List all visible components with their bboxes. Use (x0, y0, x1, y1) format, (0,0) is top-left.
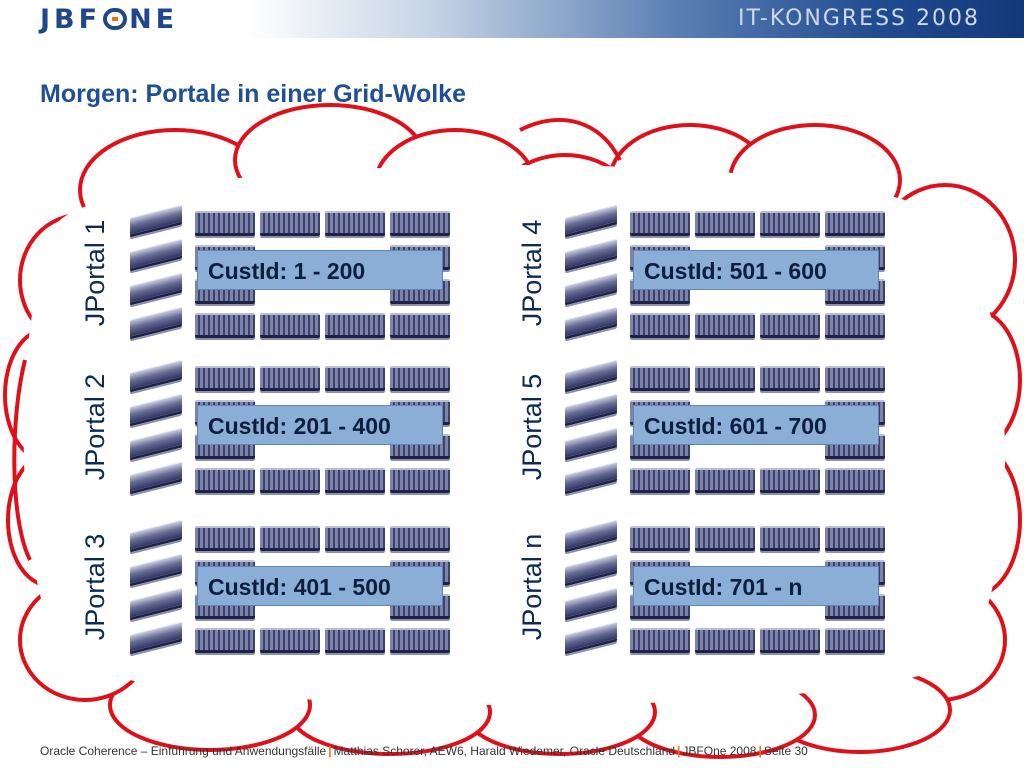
server-icon (390, 313, 450, 338)
server-icon (195, 526, 255, 551)
footer-event: JBFOne 2008 (682, 744, 757, 758)
server-icon (760, 211, 820, 236)
server-icon (825, 468, 885, 493)
server-icon (630, 366, 690, 391)
server-icon (195, 211, 255, 236)
server-icon (630, 628, 690, 653)
server-icon (390, 628, 450, 653)
server-icon (825, 628, 885, 653)
server-icon (760, 526, 820, 551)
server-icon (695, 211, 755, 236)
slide-footer: Oracle Coherence – Einführung und Anwend… (40, 744, 808, 758)
server-icon (760, 628, 820, 653)
server-icon (390, 468, 450, 493)
server-icon (825, 526, 885, 551)
server-icon (325, 526, 385, 551)
server-icon (695, 366, 755, 391)
server-icon (195, 468, 255, 493)
server-icon (260, 526, 320, 551)
server-icon (325, 468, 385, 493)
server-icon (760, 313, 820, 338)
server-icon (630, 211, 690, 236)
server-icon (325, 313, 385, 338)
server-icon (390, 526, 450, 551)
server-icon (760, 366, 820, 391)
server-icon (630, 468, 690, 493)
server-icon (825, 313, 885, 338)
server-icon (260, 211, 320, 236)
server-icon (760, 468, 820, 493)
cust-range-label: CustId: 501 - 600 (633, 250, 879, 290)
portal-label: JPortal 3 (80, 533, 110, 641)
cust-range-label: CustId: 401 - 500 (197, 566, 443, 606)
server-icon (195, 628, 255, 653)
cust-range-label: CustId: 701 - n (633, 566, 879, 606)
server-icon (630, 526, 690, 551)
server-icon (325, 366, 385, 391)
server-icon (260, 313, 320, 338)
server-icon (390, 366, 450, 391)
server-icon (825, 366, 885, 391)
logo-o-icon (103, 8, 128, 30)
server-icon (695, 526, 755, 551)
cust-range-label: CustId: 201 - 400 (197, 405, 443, 445)
server-icon (195, 366, 255, 391)
cust-range-label: CustId: 601 - 700 (633, 405, 879, 445)
server-icon (260, 628, 320, 653)
footer-course: Oracle Coherence – Einführung und Anwend… (40, 744, 327, 758)
server-icon (260, 468, 320, 493)
server-icon (825, 211, 885, 236)
server-icon (260, 366, 320, 391)
server-icon (325, 211, 385, 236)
slide-title: Morgen: Portale in einer Grid-Wolke (40, 80, 466, 108)
server-icon (390, 211, 450, 236)
cust-range-label: CustId: 1 - 200 (197, 250, 443, 290)
server-icon (695, 468, 755, 493)
footer-separator: | (677, 744, 681, 758)
footer-authors: Matthias Schorer, AEW6, Harald Wiedemer,… (333, 744, 676, 758)
footer-page-number: Seite 30 (763, 744, 808, 758)
portal-label: JPortal n (517, 533, 547, 641)
event-name: IT-KONGRESS 2008 (738, 6, 980, 31)
server-icon (325, 628, 385, 653)
server-icon (695, 628, 755, 653)
footer-separator: | (328, 744, 332, 758)
server-icon (195, 313, 255, 338)
server-icon (695, 313, 755, 338)
server-icon (630, 313, 690, 338)
footer-separator: | (758, 744, 762, 758)
